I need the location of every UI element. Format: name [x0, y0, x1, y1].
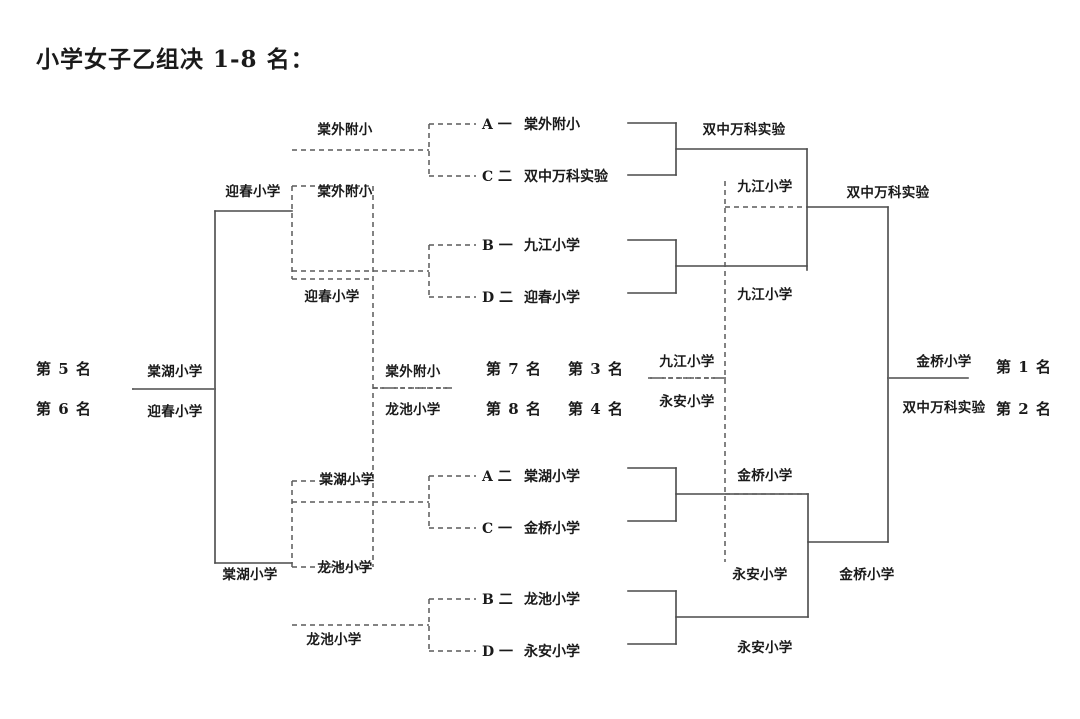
team-fourth: 永安小学 — [659, 394, 715, 410]
right-label-final-lower: 金桥小学 — [839, 567, 895, 583]
right-label-semi-top: 双中万科实验 — [702, 122, 786, 138]
rank-sixth: 第 6 名 — [36, 400, 92, 418]
match-a1: A 一棠外附小 — [482, 114, 580, 134]
rank-fourth: 第 4 名 — [568, 400, 624, 418]
left-label-r1-bot-upper: 棠湖小学 — [319, 472, 375, 488]
match-b1-code: B 一 — [482, 238, 513, 254]
match-c2-team: 双中万科实验 — [524, 169, 608, 185]
right-label-semi-bot-lower2: 永安小学 — [737, 640, 793, 656]
team-third: 九江小学 — [659, 354, 715, 370]
left-label-r1-bot-lower: 龙池小学 — [317, 560, 373, 576]
match-b2-code: B 二 — [482, 592, 513, 608]
left-label-r1-mid-upper: 迎春小学 — [225, 184, 281, 200]
match-c1: C 一金桥小学 — [482, 518, 580, 538]
page-title: 小学女子乙组决 1-8 名： — [36, 46, 315, 73]
match-d2-team: 迎春小学 — [524, 290, 580, 306]
left-label-r1-mid-lower: 迎春小学 — [304, 289, 360, 305]
team-sixth: 迎春小学 — [147, 404, 203, 420]
rank-third: 第 3 名 — [568, 360, 624, 378]
match-a1-code: A 一 — [482, 117, 512, 133]
match-b1: B 一九江小学 — [482, 235, 580, 255]
match-d2-code: D 二 — [482, 290, 514, 306]
match-c1-team: 金桥小学 — [524, 521, 580, 537]
match-b2: B 二龙池小学 — [482, 589, 580, 609]
match-d2: D 二迎春小学 — [482, 287, 580, 307]
match-a1-team: 棠外附小 — [524, 117, 580, 133]
rank-first: 第 1 名 — [996, 358, 1052, 376]
team-fifth: 棠湖小学 — [147, 364, 203, 380]
right-label-semi-top-lower2: 九江小学 — [737, 287, 793, 303]
match-c1-code: C 一 — [482, 521, 513, 537]
match-d1: D 一永安小学 — [482, 641, 580, 661]
rank-eighth: 第 8 名 — [486, 400, 542, 418]
right-label-semi-bot-lower: 永安小学 — [732, 567, 788, 583]
match-a2: A 二棠湖小学 — [482, 466, 580, 486]
team-eighth: 龙池小学 — [385, 402, 441, 418]
left-label-r1-top-upper: 棠外附小 — [317, 122, 373, 138]
match-b2-team: 龙池小学 — [524, 592, 580, 608]
right-label-final-upper: 双中万科实验 — [846, 185, 930, 201]
match-a2-code: A 二 — [482, 469, 512, 485]
match-a2-team: 棠湖小学 — [524, 469, 580, 485]
left-label-outer-lower: 棠湖小学 — [222, 567, 278, 583]
team-champion: 金桥小学 — [916, 354, 972, 370]
match-d1-team: 永安小学 — [524, 644, 580, 660]
rank-fifth: 第 5 名 — [36, 360, 92, 378]
team-seventh: 棠外附小 — [385, 364, 441, 380]
right-label-semi-bot: 金桥小学 — [737, 468, 793, 484]
rank-seventh: 第 7 名 — [486, 360, 542, 378]
team-runner-up: 双中万科实验 — [902, 400, 986, 416]
match-d1-code: D 一 — [482, 644, 514, 660]
rank-second: 第 2 名 — [996, 400, 1052, 418]
match-b1-team: 九江小学 — [524, 238, 580, 254]
left-label-r1-bot2: 龙池小学 — [306, 632, 362, 648]
match-c2-code: C 二 — [482, 169, 513, 185]
left-label-r1-top-lower: 棠外附小 — [317, 184, 373, 200]
match-c2: C 二双中万科实验 — [482, 166, 608, 186]
right-label-semi-top-lower: 九江小学 — [737, 179, 793, 195]
